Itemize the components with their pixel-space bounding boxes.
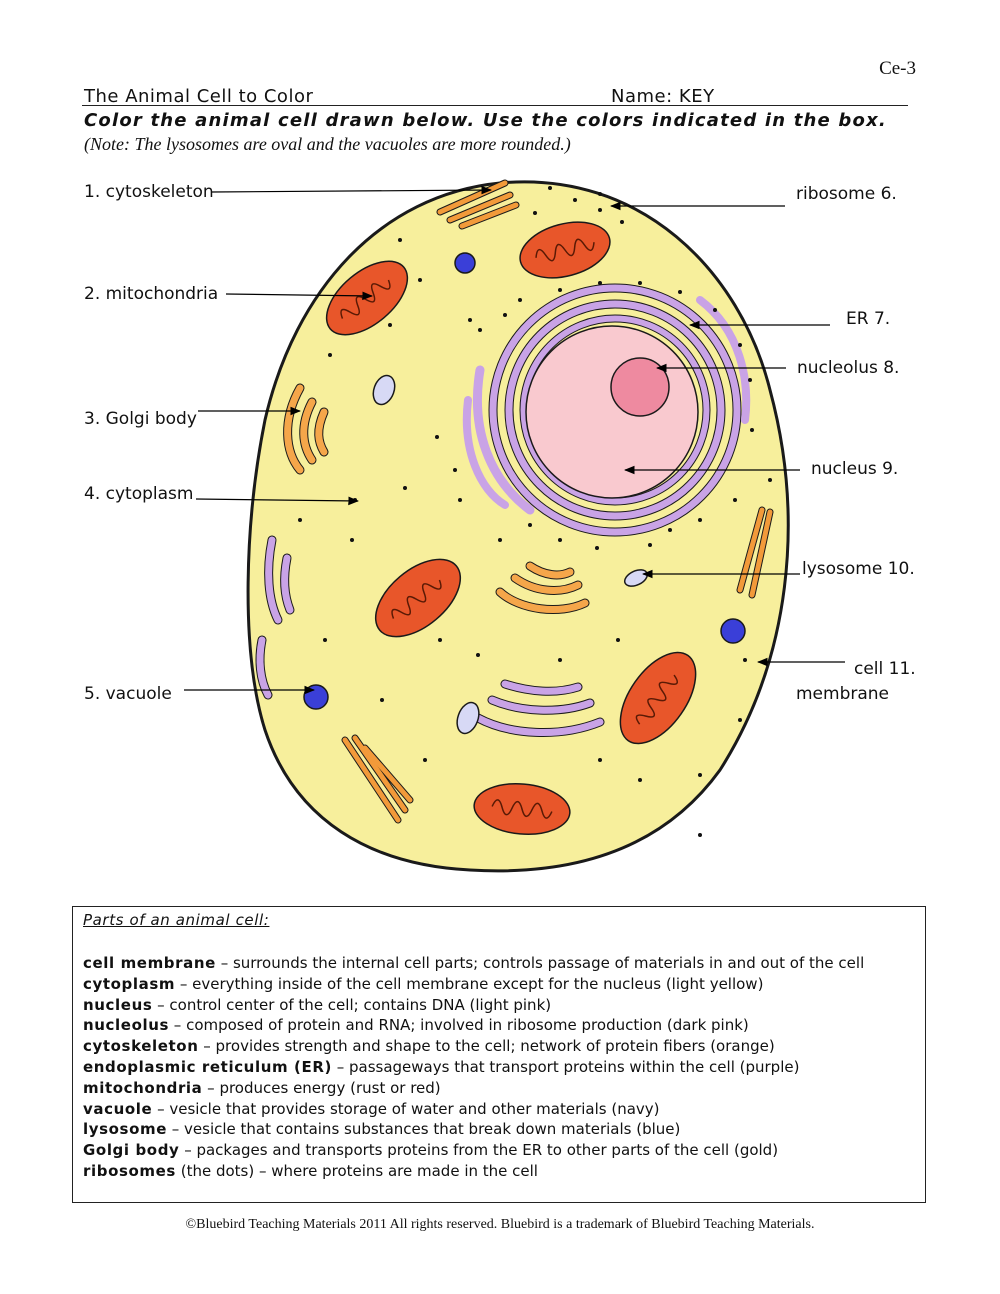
label-cell-membrane-line1: cell 11. [854, 659, 916, 679]
label-cytoskeleton: 1. cytoskeleton [84, 182, 214, 202]
definition-row: lysosome – vesicle that contains substan… [83, 1119, 864, 1140]
definition-row: nucleus – control center of the cell; co… [83, 995, 864, 1016]
definition-row: nucleolus – composed of protein and RNA;… [83, 1015, 864, 1036]
instructions: Color the animal cell drawn below. Use t… [84, 110, 887, 131]
definition-term: nucleus [83, 995, 153, 1014]
label-golgi-body: 3. Golgi body [84, 409, 197, 429]
definition-term: cell membrane [83, 954, 216, 972]
definition-term: vacuole [83, 1099, 153, 1118]
copyright-footer: ©Bluebird Teaching Materials 2011 All ri… [185, 1217, 815, 1232]
vacuoles [303, 252, 746, 710]
definition-row: mitochondria – produces energy (rust or … [83, 1078, 864, 1099]
label-nucleolus: nucleolus 8. [797, 358, 900, 378]
parts-box: Parts of an animal cell: cell membrane –… [72, 906, 926, 1203]
cell-membrane [246, 180, 790, 873]
definition-row: endoplasmic reticulum (ER) – passageways… [83, 1057, 864, 1078]
label-mitochondria: 2. mitochondria [84, 284, 219, 304]
label-nucleus: nucleus 9. [811, 459, 899, 479]
parts-box-heading: Parts of an animal cell: [83, 911, 270, 929]
definition-term: ribosomes [83, 1161, 176, 1180]
lysosomes [372, 374, 649, 735]
label-vacuole: 5. vacuole [84, 684, 172, 704]
definition-text: – composed of protein and RNA; involved … [169, 1016, 749, 1035]
definition-row: cytoskeleton – provides strength and sha… [83, 1036, 864, 1057]
definition-term: Golgi body [83, 1141, 180, 1160]
definition-text: – produces energy (rust or red) [202, 1078, 441, 1097]
label-cell-membrane-line2: membrane [796, 684, 890, 704]
label-cytoplasm: 4. cytoplasm [84, 484, 194, 504]
mitochondria [325, 221, 697, 836]
definition-term: lysosome [83, 1120, 167, 1139]
definition-text: – surrounds the internal cell parts; con… [215, 954, 865, 972]
label-lysosome: lysosome 10. [802, 559, 915, 579]
definition-term: cytoskeleton [83, 1037, 199, 1056]
definition-term: cytoplasm [83, 974, 176, 993]
definition-text: – packages and transports proteins from … [179, 1141, 779, 1160]
label-ribosome: ribosome 6. [796, 184, 897, 204]
parts-definitions: cell membrane – surrounds the internal c… [83, 953, 864, 1182]
name-field: Name: KEY [611, 86, 715, 107]
definition-term: mitochondria [83, 1078, 203, 1097]
worksheet-title: The Animal Cell to Color [84, 86, 314, 107]
cytoskeleton-fibers [341, 179, 774, 824]
definition-row: cell membrane – surrounds the internal c… [83, 953, 864, 974]
definition-text: – vesicle that contains substances that … [167, 1120, 681, 1139]
definition-row: vacuole – vesicle that provides storage … [83, 1099, 864, 1120]
golgi-bodies [283, 383, 590, 614]
label-er: ER 7. [846, 309, 891, 329]
pointer-lines [184, 185, 845, 695]
definition-term: nucleolus [83, 1016, 170, 1035]
page-code: Ce-3 [879, 58, 916, 79]
definition-row: ribosomes (the dots) – where proteins ar… [83, 1161, 864, 1182]
ribosomes [298, 186, 772, 837]
animal-cell-diagram [184, 179, 845, 873]
nucleus [525, 325, 699, 499]
definition-text: – everything inside of the cell membrane… [175, 974, 764, 993]
definition-text: – provides strength and shape to the cel… [198, 1037, 775, 1056]
definition-term: endoplasmic reticulum (ER) [83, 1057, 332, 1076]
definition-row: Golgi body – packages and transports pro… [83, 1140, 864, 1161]
definition-text: – vesicle that provides storage of water… [152, 1099, 660, 1118]
nucleolus [610, 357, 670, 417]
definition-text: – control center of the cell; contains D… [152, 995, 552, 1014]
header-rule [82, 105, 908, 106]
note: (Note: The lysosomes are oval and the va… [84, 134, 571, 154]
definition-row: cytoplasm – everything inside of the cel… [83, 974, 864, 995]
definition-text: – passageways that transport proteins wi… [331, 1057, 800, 1076]
er-fragments [255, 535, 605, 737]
definition-text: (the dots) – where proteins are made in … [175, 1161, 538, 1180]
